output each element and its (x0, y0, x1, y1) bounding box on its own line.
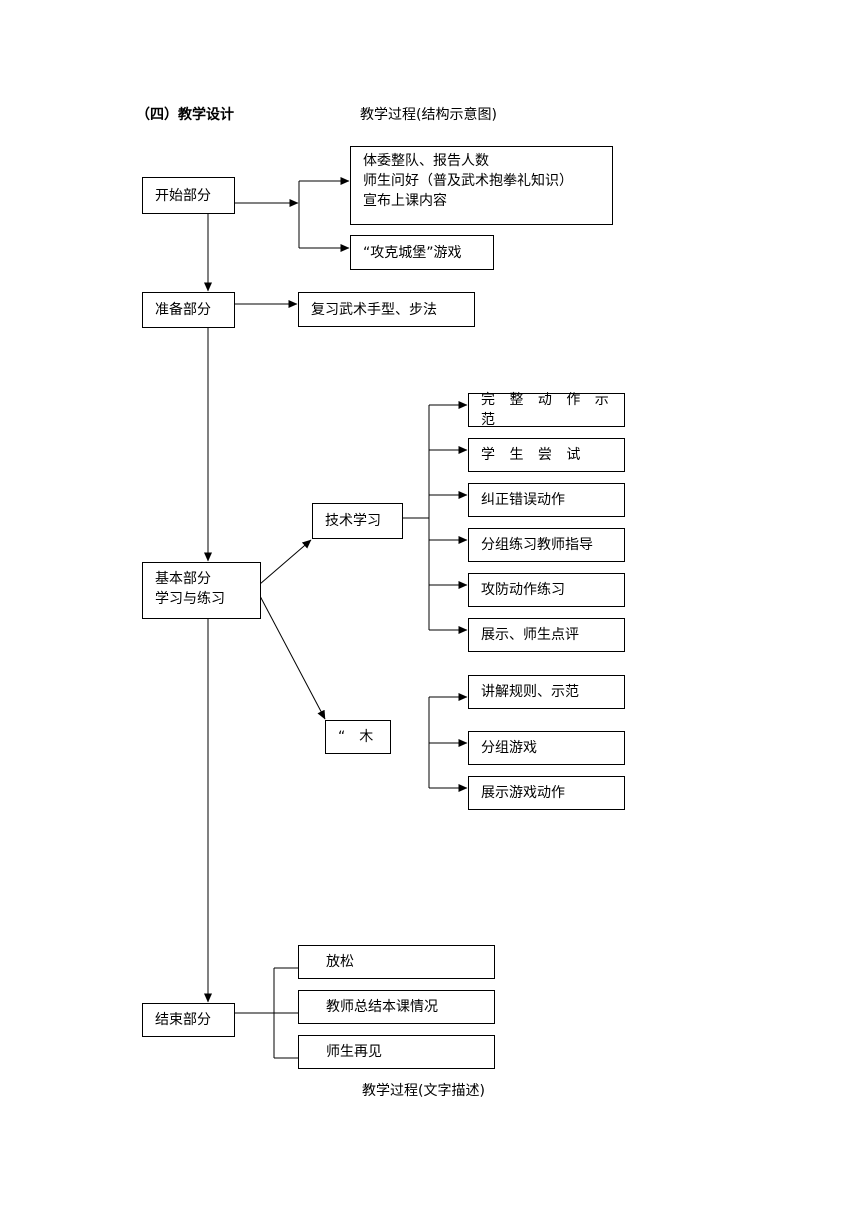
arrow-basic-to-wood-game (259, 595, 326, 720)
end-step-2-label: 教师总结本课情况 (326, 999, 438, 1015)
end-step-1: 放松 (298, 945, 495, 979)
node-wood-game-label: “ 木 (338, 729, 374, 745)
start-detail-line-3: 宣布上课内容 (363, 193, 447, 209)
node-prep-review-label: 复习武术手型、步法 (311, 301, 437, 318)
game-step-1-label: 讲解规则、示范 (481, 684, 579, 700)
arrow-basic-to-tech (259, 539, 312, 585)
tech-step-6: 展示、师生点评 (468, 618, 625, 652)
tech-step-1-label: 完 整 动 作 示 范 (481, 392, 614, 428)
node-end: 结束部分 (142, 1003, 235, 1037)
node-start-label: 开始部分 (155, 187, 211, 204)
node-basic: 基本部分 学习与练习 (142, 562, 261, 619)
tech-step-6-label: 展示、师生点评 (481, 627, 579, 643)
tech-step-5-label: 攻防动作练习 (481, 582, 565, 598)
start-detail-line-2: 师生问好（普及武术抱拳礼知识） (363, 173, 573, 189)
tech-step-4-label: 分组练习教师指导 (481, 537, 593, 553)
node-start: 开始部分 (142, 177, 235, 214)
tech-step-3-label: 纠正错误动作 (481, 492, 565, 508)
node-tech-label: 技术学习 (325, 513, 381, 529)
node-prep-review: 复习武术手型、步法 (298, 292, 475, 327)
game-step-2: 分组游戏 (468, 731, 625, 765)
end-step-2: 教师总结本课情况 (298, 990, 495, 1024)
node-prep-label: 准备部分 (155, 302, 211, 318)
tech-step-4: 分组练习教师指导 (468, 528, 625, 562)
node-start-details: 体委整队、报告人数 师生问好（普及武术抱拳礼知识） 宣布上课内容 (350, 146, 613, 225)
node-tech: 技术学习 (312, 503, 403, 539)
game-step-3-label: 展示游戏动作 (481, 785, 565, 801)
tech-step-3: 纠正错误动作 (468, 483, 625, 517)
end-step-3-label: 师生再见 (326, 1044, 382, 1060)
node-prep: 准备部分 (142, 292, 235, 328)
tech-step-1: 完 整 动 作 示 范 (468, 392, 625, 428)
caption: 教学过程(文字描述) (362, 1083, 485, 1099)
node-basic-line-2: 学习与练习 (155, 591, 225, 607)
section-heading: （四）教学设计 (136, 107, 234, 123)
game-step-3: 展示游戏动作 (468, 776, 625, 810)
tech-step-5: 攻防动作练习 (468, 573, 625, 607)
node-wood-game: “ 木 (325, 720, 391, 754)
end-step-3: 师生再见 (298, 1035, 495, 1069)
node-castle-game-label: “攻克城堡”游戏 (363, 244, 462, 261)
game-step-2-label: 分组游戏 (481, 740, 537, 756)
node-castle-game: “攻克城堡”游戏 (350, 235, 494, 270)
end-step-1-label: 放松 (326, 954, 354, 970)
game-step-1: 讲解规则、示范 (468, 675, 625, 709)
start-detail-line-1: 体委整队、报告人数 (363, 153, 489, 169)
node-end-label: 结束部分 (155, 1012, 211, 1028)
tech-step-2: 学 生 尝 试 (468, 438, 625, 472)
diagram-title: 教学过程(结构示意图) (360, 107, 497, 123)
tech-step-2-label: 学 生 尝 试 (481, 447, 586, 463)
node-basic-line-1: 基本部分 (155, 571, 211, 587)
